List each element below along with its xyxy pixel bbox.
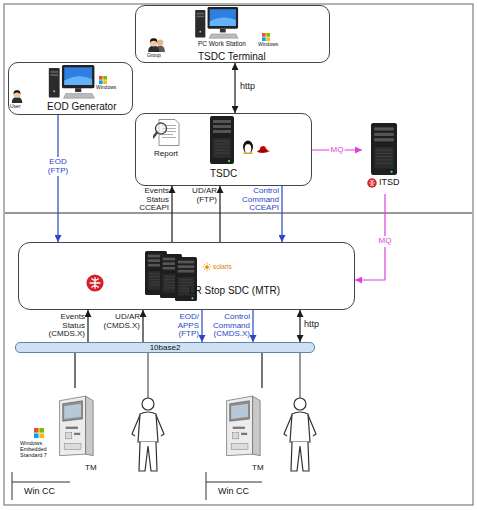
connector (201, 310, 202, 342)
node-text: TM (85, 464, 97, 473)
node-text: ITSD (379, 178, 400, 188)
node-text: Report (154, 150, 178, 159)
edge-label: MQ (330, 145, 345, 156)
node-text: TSDC (210, 168, 237, 179)
connector (87, 310, 88, 342)
workstation-box: PC Work StationTSDC Terminal (135, 5, 330, 63)
connector (261, 353, 262, 388)
server-icon (210, 116, 234, 164)
ticket-machine: TM (55, 388, 110, 473)
passenger-figure (284, 398, 316, 471)
annotation-label: Windows (96, 85, 116, 91)
connector (252, 310, 253, 342)
windows-logo (34, 428, 44, 438)
connector (219, 186, 220, 242)
solaris-logo (203, 263, 212, 272)
edge-label: MQ (378, 236, 393, 247)
edge-label: EOD (FTP) (47, 157, 69, 176)
outer-frame (4, 4, 473, 505)
annotation-label: Win CC (24, 487, 55, 497)
edge-label: EOD/ APPS (FTP) (178, 313, 199, 339)
node-text: 10base2 (16, 343, 314, 352)
linux-logo (243, 141, 253, 155)
node-text: TSDC Terminal (198, 51, 266, 62)
edge-label: Events Status (CMDS.X) (49, 313, 85, 339)
edge-label: Events Status CCEAPI (139, 187, 169, 213)
user-icon (12, 90, 23, 103)
passenger-figure (132, 398, 164, 471)
mtr-logo (367, 178, 377, 188)
mtr-logo (86, 274, 103, 291)
edge-label: http (304, 320, 319, 330)
node-text: EOD Generator (47, 101, 116, 112)
annotation-label: User (10, 104, 21, 110)
node-text: PC Work Station (198, 40, 246, 47)
connector (171, 186, 172, 242)
group-icon (148, 38, 165, 52)
server-icon (371, 123, 397, 175)
edge-label: http (240, 82, 255, 92)
node-text: LR Stop SDC (MTR) (189, 285, 280, 296)
windows-logo (99, 76, 107, 84)
connector (299, 310, 300, 342)
tsdc-server-box: ReportTSDC (135, 113, 312, 186)
zone-divider (5, 213, 472, 214)
software-bracket (12, 472, 70, 500)
network-wire (300, 353, 301, 398)
connector (281, 186, 282, 242)
network-bus: 10base2 (15, 342, 315, 353)
edge-label: Control Command CCEAPI (242, 187, 279, 213)
ticket-machine-illustration (60, 396, 94, 456)
redhat-logo (257, 146, 270, 153)
connector (74, 353, 75, 388)
itsd-server: ITSD (362, 122, 408, 194)
connector (57, 115, 58, 242)
edge-label: UD/AR (CMDS.X) (104, 313, 140, 330)
connector (142, 310, 143, 342)
sdc-server-box: LR Stop SDC (MTR) (18, 242, 355, 310)
annotation-label: solaris (213, 263, 232, 270)
edge-label: Control Command (CMDS.X) (213, 313, 250, 339)
edge-label: UD/AR (FTP) (192, 187, 217, 204)
annotation-label: Windows Embedded Standard 7 (20, 440, 64, 458)
annotation-label: Win CC (218, 487, 249, 497)
computer-icon (49, 65, 95, 98)
network-wire (148, 353, 149, 398)
ticket-machine: TM (222, 388, 277, 473)
windows-logo (262, 33, 270, 41)
computer-icon (195, 7, 238, 38)
ticket-machine-illustration (227, 396, 261, 456)
annotation-label: Group (147, 53, 161, 59)
software-bracket (206, 472, 262, 500)
connector (234, 63, 235, 113)
node-text: TM (252, 464, 264, 473)
annotation-label: Windows (258, 42, 278, 48)
report-icon (153, 120, 179, 146)
